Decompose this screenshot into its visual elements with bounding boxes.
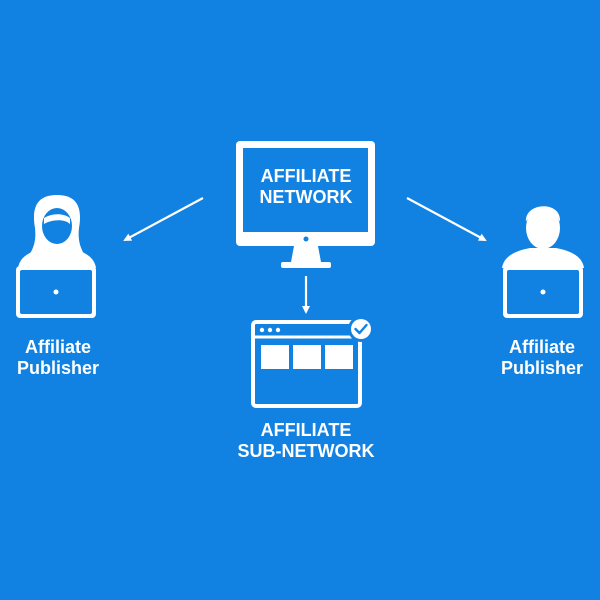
left-publisher-label-line1: Affiliate [24, 337, 91, 357]
right-publisher-label-line1: Affiliate [508, 337, 575, 357]
sub-network-label: AFFILIATE SUB-NETWORK [190, 420, 422, 462]
left-publisher-label: Affiliate Publisher [0, 337, 116, 379]
affiliate-network-label-line1: AFFILIATE [260, 166, 352, 186]
sub-network-label-line1: AFFILIATE [260, 420, 352, 440]
affiliate-network-label: AFFILIATE NETWORK [236, 166, 376, 208]
desktop-monitor-icon [236, 141, 375, 268]
affiliate-network-label-line2: NETWORK [259, 187, 353, 207]
right-publisher-label-line2: Publisher [500, 358, 584, 378]
sub-network-label-line2: SUB-NETWORK [237, 441, 375, 461]
male-user-laptop-icon [502, 206, 584, 318]
arrow-to-left-publisher [123, 197, 204, 241]
arrow-to-right-publisher [406, 197, 487, 241]
right-publisher-label: Affiliate Publisher [484, 337, 600, 379]
browser-window-check-icon [251, 316, 374, 408]
left-publisher-label-line2: Publisher [16, 358, 100, 378]
female-user-laptop-icon [16, 195, 96, 318]
